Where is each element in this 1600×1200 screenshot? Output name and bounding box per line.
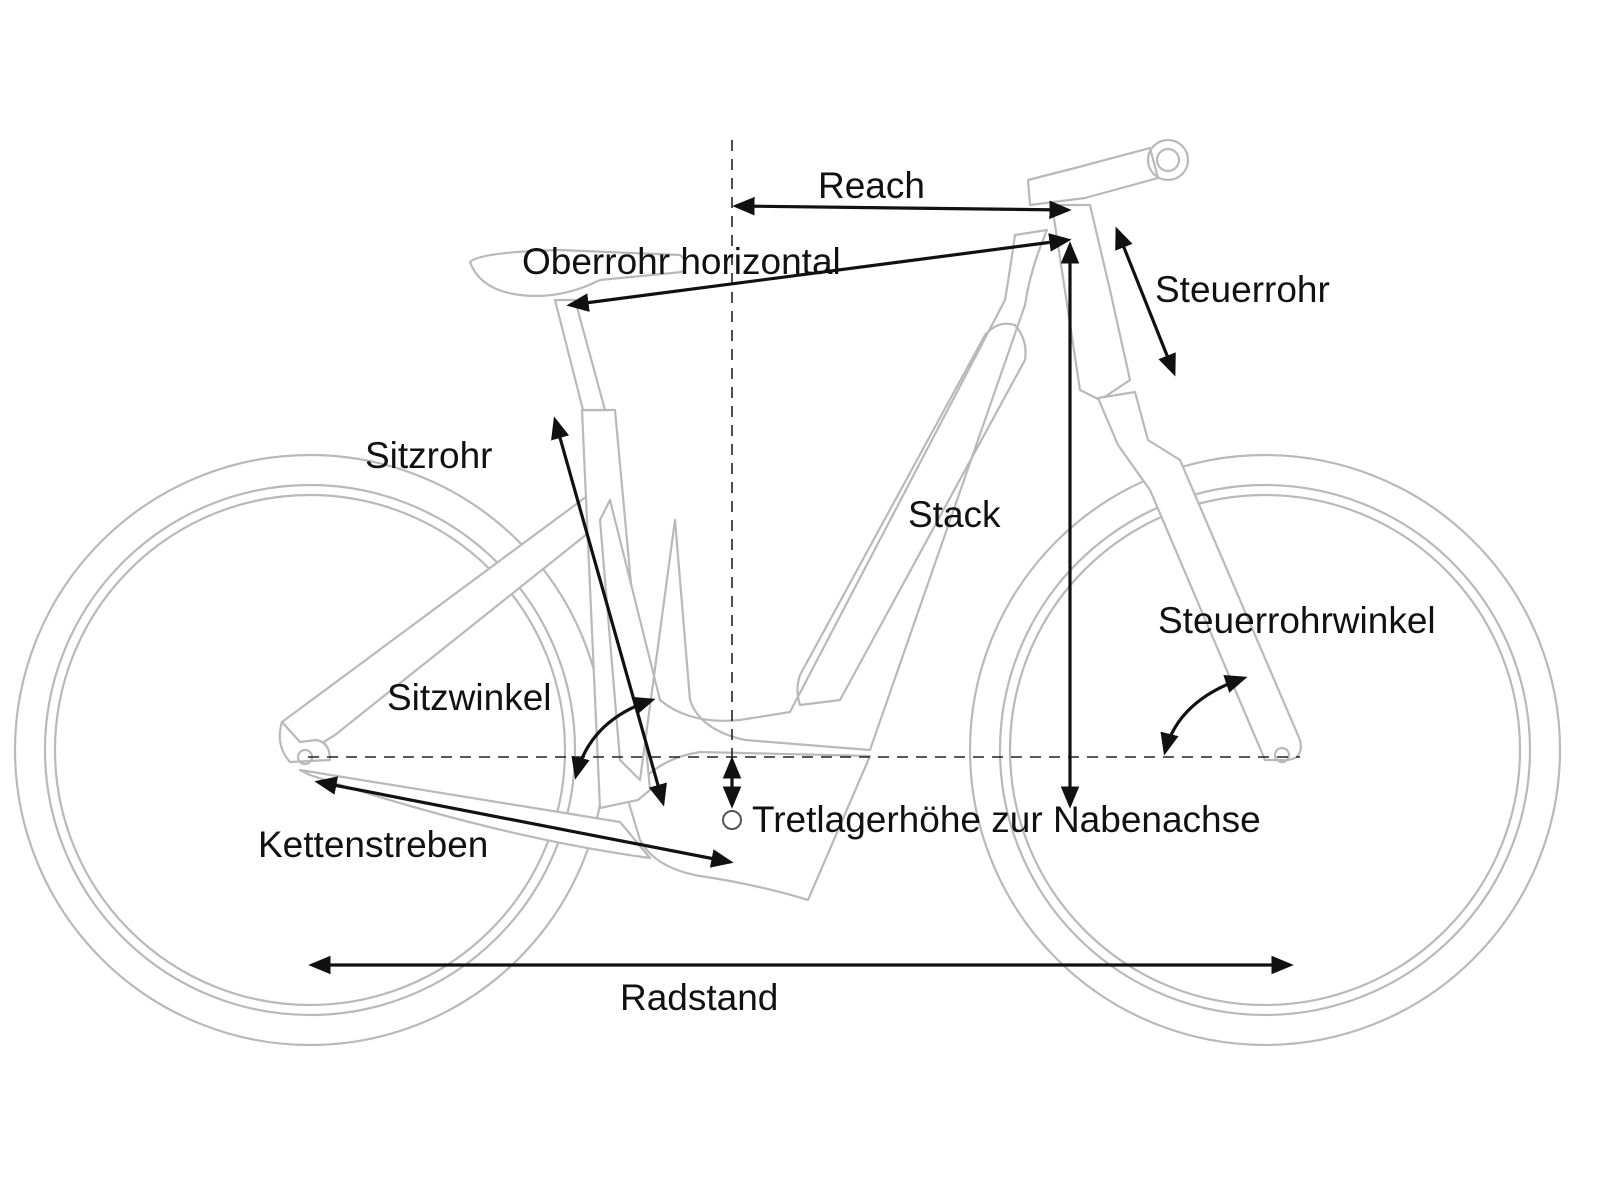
- label-top-tube-horizontal: Oberrohr horizontal: [522, 241, 841, 282]
- battery: [796, 322, 1027, 707]
- rear-dropout: [278, 720, 332, 764]
- label-stack: Stack: [908, 494, 1001, 535]
- label-reach: Reach: [818, 165, 925, 206]
- label-seat-angle: Sitzwinkel: [387, 677, 552, 718]
- seat-stay: [280, 486, 604, 762]
- label-head-tube-angle: Steuerrohrwinkel: [1158, 600, 1436, 641]
- label-seat-tube: Sitzrohr: [365, 435, 492, 476]
- bottom-bracket-center: [722, 810, 742, 830]
- chainstay-arrow: [314, 776, 734, 868]
- front-wheel: [968, 453, 1562, 1047]
- handlebar: [1146, 138, 1190, 182]
- seatpost: [553, 298, 607, 412]
- label-head-tube: Steuerrohr: [1155, 269, 1330, 310]
- labels: Reach Oberrohr horizontal Steuerrohr Sit…: [258, 165, 1436, 1018]
- front-axle: [1273, 746, 1291, 764]
- fork: [1096, 390, 1302, 762]
- head-tube-arrow: [1115, 226, 1176, 377]
- label-wheelbase: Radstand: [620, 977, 778, 1018]
- top-tube-arrow: [566, 233, 1072, 312]
- reach-arrow: [732, 196, 1072, 220]
- label-chainstays: Kettenstreben: [258, 824, 488, 865]
- handlebar-clamp: [1155, 147, 1181, 173]
- reference-lines: [308, 140, 1300, 800]
- label-bb-drop: Tretlagerhöhe zur Nabenachse: [752, 799, 1261, 840]
- stem: [1026, 146, 1160, 207]
- seat-angle-arc: [571, 696, 656, 780]
- head-tube-angle-arc: [1160, 675, 1248, 756]
- dimension-arrows: [308, 196, 1294, 975]
